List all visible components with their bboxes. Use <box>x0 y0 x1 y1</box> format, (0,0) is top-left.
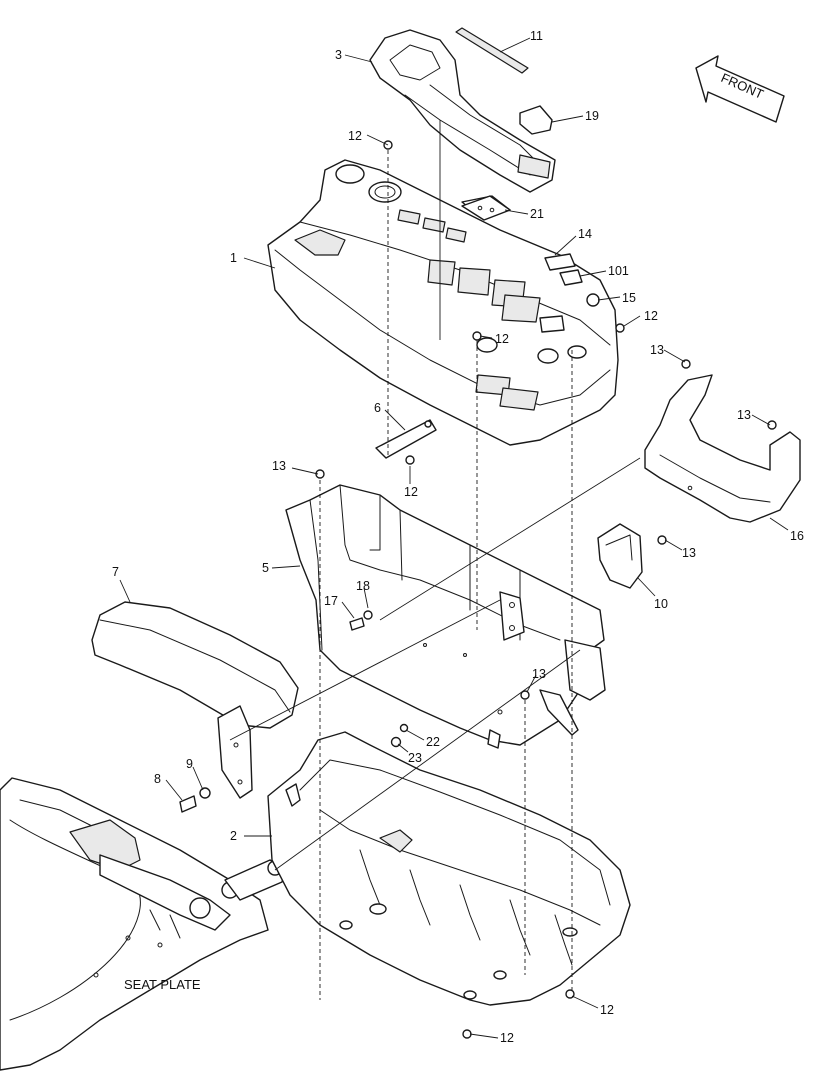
callout-12-tray-bottom: 12 <box>500 1031 514 1045</box>
part-19-clip <box>519 105 553 135</box>
callout-12-center: 12 <box>495 332 509 346</box>
part-16-rear-bracket <box>644 374 801 523</box>
callout-1: 1 <box>230 251 237 265</box>
callout-8: 8 <box>154 772 161 786</box>
callout-12-top: 12 <box>348 129 362 143</box>
part-6-bracket <box>375 419 437 459</box>
callout-12-right: 12 <box>644 309 658 323</box>
callout-7: 7 <box>112 565 119 579</box>
part-7-armrest <box>91 601 299 799</box>
callout-12-bracket: 12 <box>404 485 418 499</box>
part-10-latch <box>597 523 643 589</box>
callout-3: 3 <box>335 48 342 62</box>
callout-13-upper-right: 13 <box>650 343 664 357</box>
part-21-plate <box>461 195 511 221</box>
alignment-lines <box>229 120 641 1000</box>
part-1-main-console <box>267 159 619 446</box>
callout-13-latch: 13 <box>682 546 696 560</box>
callout-19: 19 <box>585 109 599 123</box>
front-direction-arrow: FRONT <box>695 55 785 123</box>
callout-6: 6 <box>374 401 381 415</box>
part-2-bottom-tray <box>267 731 631 1006</box>
callout-9: 9 <box>186 757 193 771</box>
callout-13-rear: 13 <box>737 408 751 422</box>
seat-plate-label: SEAT PLATE <box>124 977 201 992</box>
callout-2: 2 <box>230 829 237 843</box>
seat-plate: SEAT PLATE <box>0 777 286 1071</box>
part-11-strip <box>455 27 529 74</box>
callout-12-tray-right: 12 <box>600 1003 614 1017</box>
part-5-bracket-frame <box>285 484 606 749</box>
callout-5: 5 <box>262 561 269 575</box>
callout-21: 21 <box>530 207 544 221</box>
callout-15: 15 <box>622 291 636 305</box>
callout-23: 23 <box>408 751 422 765</box>
callout-16: 16 <box>790 529 804 543</box>
callout-101: 101 <box>608 264 629 278</box>
callout-leaders <box>119 37 789 1039</box>
callout-10: 10 <box>654 597 668 611</box>
callout-13-frame: 13 <box>532 667 546 681</box>
callout-11: 11 <box>530 29 543 43</box>
callout-13-left: 13 <box>272 459 286 473</box>
callout-17: 17 <box>324 594 338 608</box>
callout-18: 18 <box>356 579 370 593</box>
callout-14: 14 <box>578 227 592 241</box>
callout-22: 22 <box>426 735 440 749</box>
callout-labels: 1 2 3 5 6 7 8 9 10 11 12 12 12 12 12 12 … <box>112 29 804 1045</box>
part-3-top-cover <box>369 29 556 193</box>
